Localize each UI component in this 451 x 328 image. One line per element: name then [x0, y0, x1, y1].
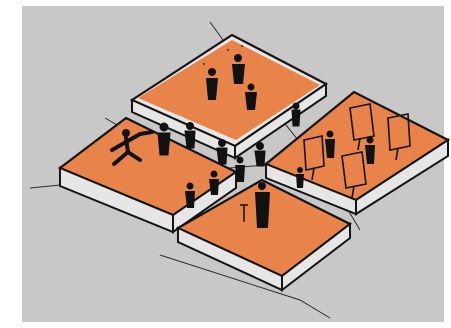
person-figure-icon — [292, 103, 300, 126]
person-figure-icon — [185, 123, 195, 149]
person-figure-icon — [217, 140, 227, 165]
person-figure-icon — [158, 123, 170, 155]
person-figure-icon — [255, 143, 265, 167]
person-figure-icon — [296, 167, 304, 188]
